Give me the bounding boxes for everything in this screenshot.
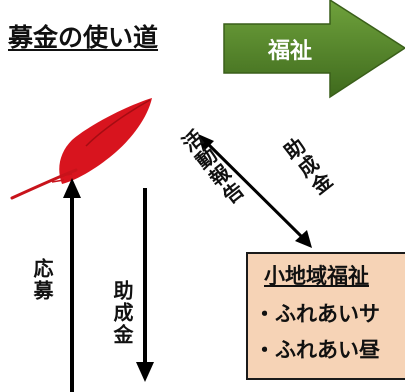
grant-vertical-label: 助成金 [110,280,134,346]
grant-arrow [136,188,154,382]
red-feather-icon [10,98,153,200]
community-welfare-box: 小地域福祉 ・ふれあいサ ・ふれあい昼 [246,252,405,380]
donation-label: 応募 [30,258,54,302]
welfare-arrow [223,0,405,99]
box-item: ・ふれあい昼 [254,337,380,362]
diagonal-double-arrow [198,134,312,248]
box-title: 小地域福祉 [264,263,369,288]
donation-arrow [63,178,81,392]
welfare-label: 福祉 [267,38,312,64]
box-item: ・ふれあいサ [254,301,380,326]
page-title: 募金の使い道 [8,23,159,52]
